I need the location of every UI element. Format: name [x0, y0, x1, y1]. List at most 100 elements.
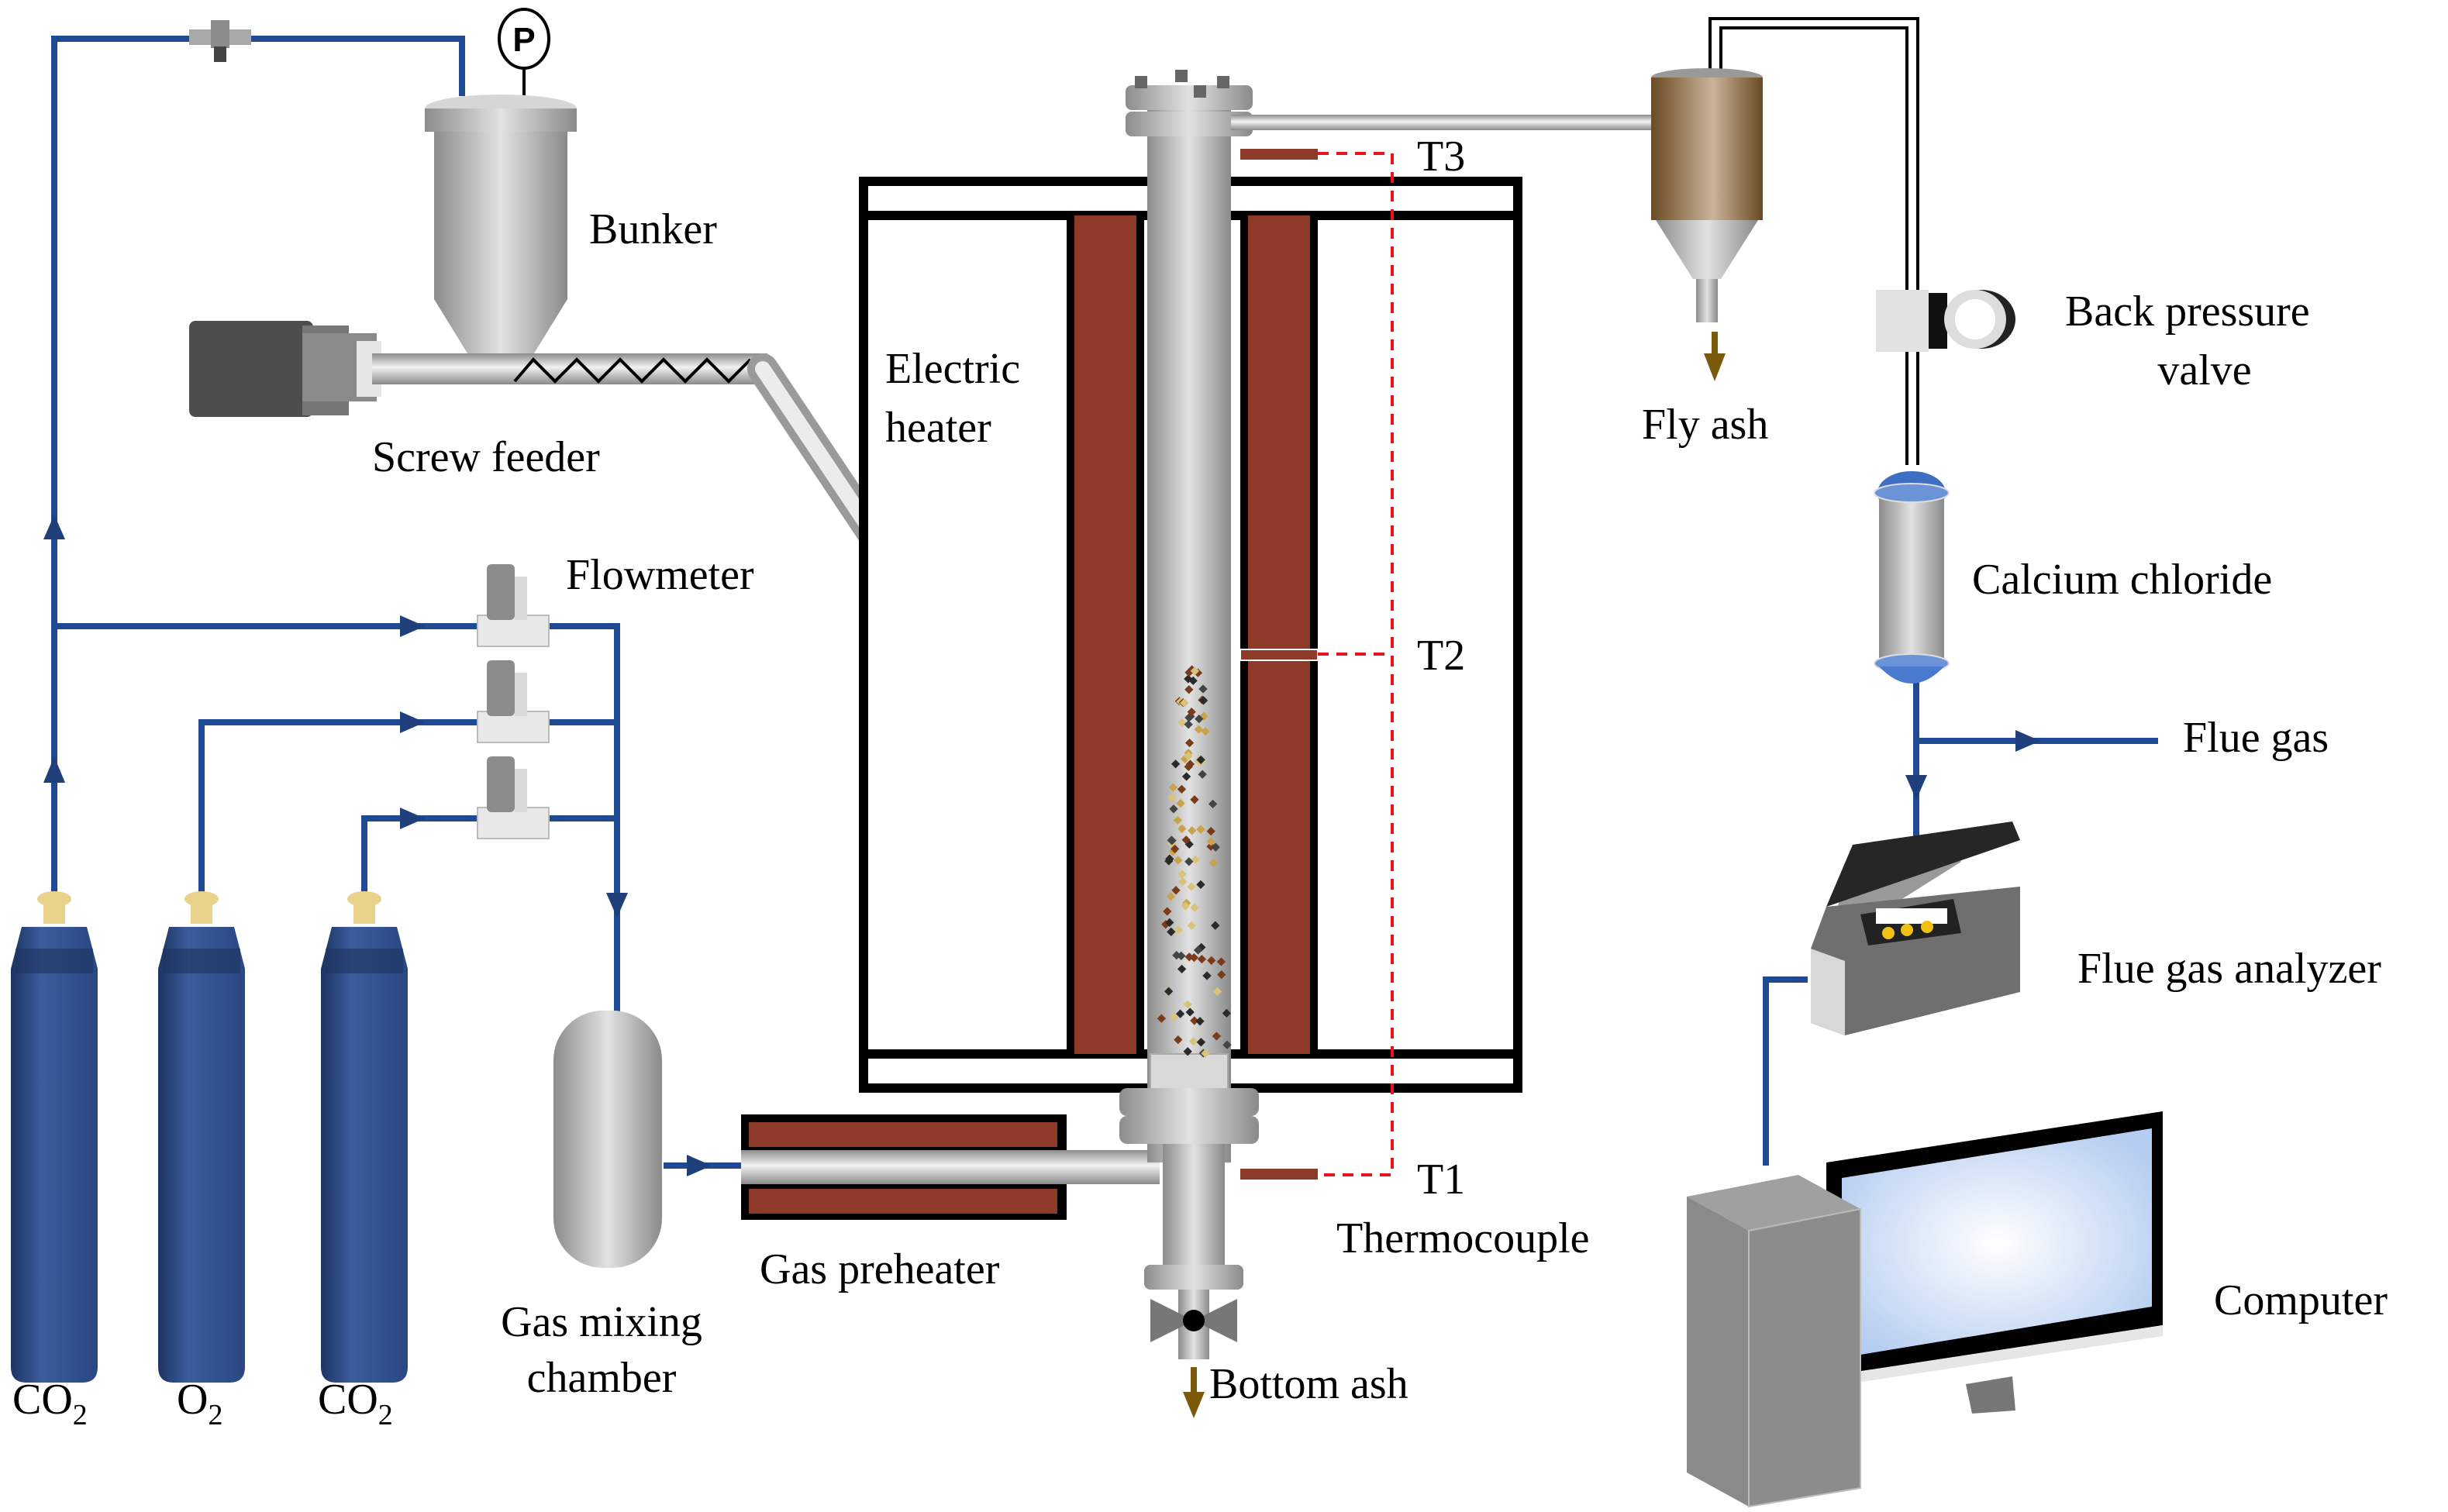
- fuel-particle: [1171, 886, 1181, 895]
- fuel-particle: [1222, 1008, 1232, 1018]
- fuel-particle: [1167, 927, 1176, 937]
- fuel-particle: [1171, 759, 1181, 769]
- fuel-particle: [1207, 956, 1216, 966]
- fuel-particle: [1177, 824, 1187, 834]
- fuel-particle: [1173, 815, 1183, 825]
- monitor[interactable]: [1826, 1111, 2163, 1414]
- flowmeters: [477, 564, 550, 839]
- fuel-particle: [1217, 970, 1226, 980]
- fuel-particle: [1175, 1009, 1185, 1018]
- fuel-particle: [1222, 1040, 1232, 1049]
- fuel-particle: [1163, 907, 1172, 916]
- inline-valve[interactable]: [189, 20, 251, 62]
- bunker[interactable]: [425, 95, 577, 360]
- flue-gas-analyzer[interactable]: [1811, 821, 2020, 1035]
- fuel-particle: [1187, 882, 1196, 891]
- fuel-particle: [1157, 1014, 1167, 1023]
- fuel-particle: [1181, 772, 1191, 781]
- fuel-particle: [1184, 762, 1193, 772]
- fuel-particle: [1177, 870, 1187, 879]
- arrow-right-icon: [400, 808, 425, 829]
- fuel-particle: [1208, 858, 1219, 868]
- fuel-particle: [1181, 901, 1190, 911]
- fuel-particle: [1184, 713, 1194, 722]
- calcium-chloride-label: Calcium chloride: [1972, 556, 2272, 604]
- gas-mixing-chamber[interactable]: [553, 1011, 662, 1268]
- computer[interactable]: [1687, 1111, 2163, 1508]
- fuel-particle: [1194, 725, 1204, 734]
- gas-mixing-label-1: Gas mixing: [501, 1298, 702, 1346]
- fuel-particle: [1169, 1012, 1179, 1021]
- fuel-particle: [1190, 903, 1199, 912]
- fuel-particle: [1166, 892, 1176, 901]
- t2-label: T2: [1417, 632, 1465, 680]
- computer-label: Computer: [2214, 1276, 2388, 1324]
- fuel-particle: [1177, 951, 1186, 961]
- gas-cylinder-co2-left[interactable]: [11, 891, 98, 1383]
- fuel-particle: [1174, 1035, 1183, 1045]
- arrow-down-icon: [1905, 775, 1927, 800]
- thermocouple-t1[interactable]: [1240, 1169, 1318, 1180]
- fuel-particle: [1197, 954, 1207, 964]
- fuel-particle: [1195, 714, 1204, 724]
- coal-particles: [1157, 665, 1232, 1058]
- pressure-gauge-icon: P: [498, 8, 550, 99]
- arrow-right-icon: [400, 711, 425, 733]
- gas-mixing-label-2: chamber: [527, 1354, 677, 1402]
- t3-label: T3: [1417, 133, 1465, 181]
- cyclone-separator[interactable]: [1651, 68, 1763, 322]
- gas-preheater-label: Gas preheater: [760, 1245, 1000, 1293]
- fuel-particle: [1216, 957, 1226, 966]
- fuel-particle: [1202, 971, 1212, 980]
- fuel-particle: [1206, 837, 1215, 846]
- fuel-particle: [1181, 835, 1191, 845]
- gas-preheater[interactable]: [741, 1114, 1160, 1220]
- computer-tower[interactable]: [1687, 1175, 1861, 1508]
- flowmeter-2[interactable]: [477, 660, 550, 743]
- fly-ash-label: Fly ash: [1642, 401, 1768, 449]
- electric-heater-label-1: Electric: [885, 345, 1020, 393]
- fuel-particle: [1189, 952, 1199, 963]
- fuel-particle: [1177, 964, 1187, 974]
- fuel-particle: [1165, 918, 1174, 928]
- outlet-pipe: [1231, 17, 1919, 465]
- fuel-particle: [1212, 987, 1222, 997]
- fuel-particle: [1184, 751, 1193, 761]
- reactor-tube[interactable]: [1119, 70, 1259, 1359]
- screw-feeder-label: Screw feeder: [372, 433, 600, 481]
- thermocouple-label: Thermocouple: [1336, 1214, 1590, 1262]
- arrow-right-icon: [687, 1155, 712, 1176]
- gas-cylinder-o2[interactable]: [158, 891, 245, 1383]
- bunker-label: Bunker: [589, 205, 717, 253]
- back-pressure-valve[interactable]: [1876, 290, 2015, 352]
- fuel-particle: [1211, 921, 1220, 930]
- fuel-particle: [1196, 825, 1205, 834]
- bottom-valve-icon[interactable]: [1150, 1299, 1237, 1342]
- thermocouple-t3[interactable]: [1240, 149, 1318, 160]
- flue-gas-analyzer-label: Flue gas analyzer: [2077, 945, 2381, 993]
- fuel-particle: [1177, 718, 1187, 728]
- fuel-particle: [1196, 880, 1205, 890]
- fly-ash-arrow-icon: [1704, 332, 1726, 381]
- fuel-particle: [1201, 1049, 1210, 1058]
- back-pressure-label-1: Back pressure: [2065, 288, 2310, 336]
- fuel-particle: [1174, 856, 1183, 865]
- t1-label: T1: [1417, 1156, 1465, 1204]
- flowmeter-1[interactable]: [477, 564, 550, 647]
- calcium-chloride-tube[interactable]: [1874, 471, 1950, 684]
- fuel-particle: [1164, 987, 1174, 996]
- fuel-particle: [1183, 1047, 1192, 1056]
- gas-cylinder-co2-right[interactable]: [321, 891, 408, 1383]
- thermocouple-t2[interactable]: [1240, 649, 1319, 661]
- fuel-particle: [1212, 1032, 1222, 1041]
- cylinder-label-co2-right: CO2: [318, 1376, 393, 1431]
- thermocouples: [1240, 149, 1394, 1180]
- arrow-down-icon: [606, 893, 628, 918]
- electric-heater-label-2: heater: [885, 404, 991, 452]
- fuel-particle: [1193, 945, 1203, 955]
- fuel-particle: [1196, 755, 1205, 765]
- fuel-particle: [1180, 698, 1189, 708]
- flowmeter-3[interactable]: [477, 756, 550, 839]
- fuel-particle: [1206, 826, 1215, 836]
